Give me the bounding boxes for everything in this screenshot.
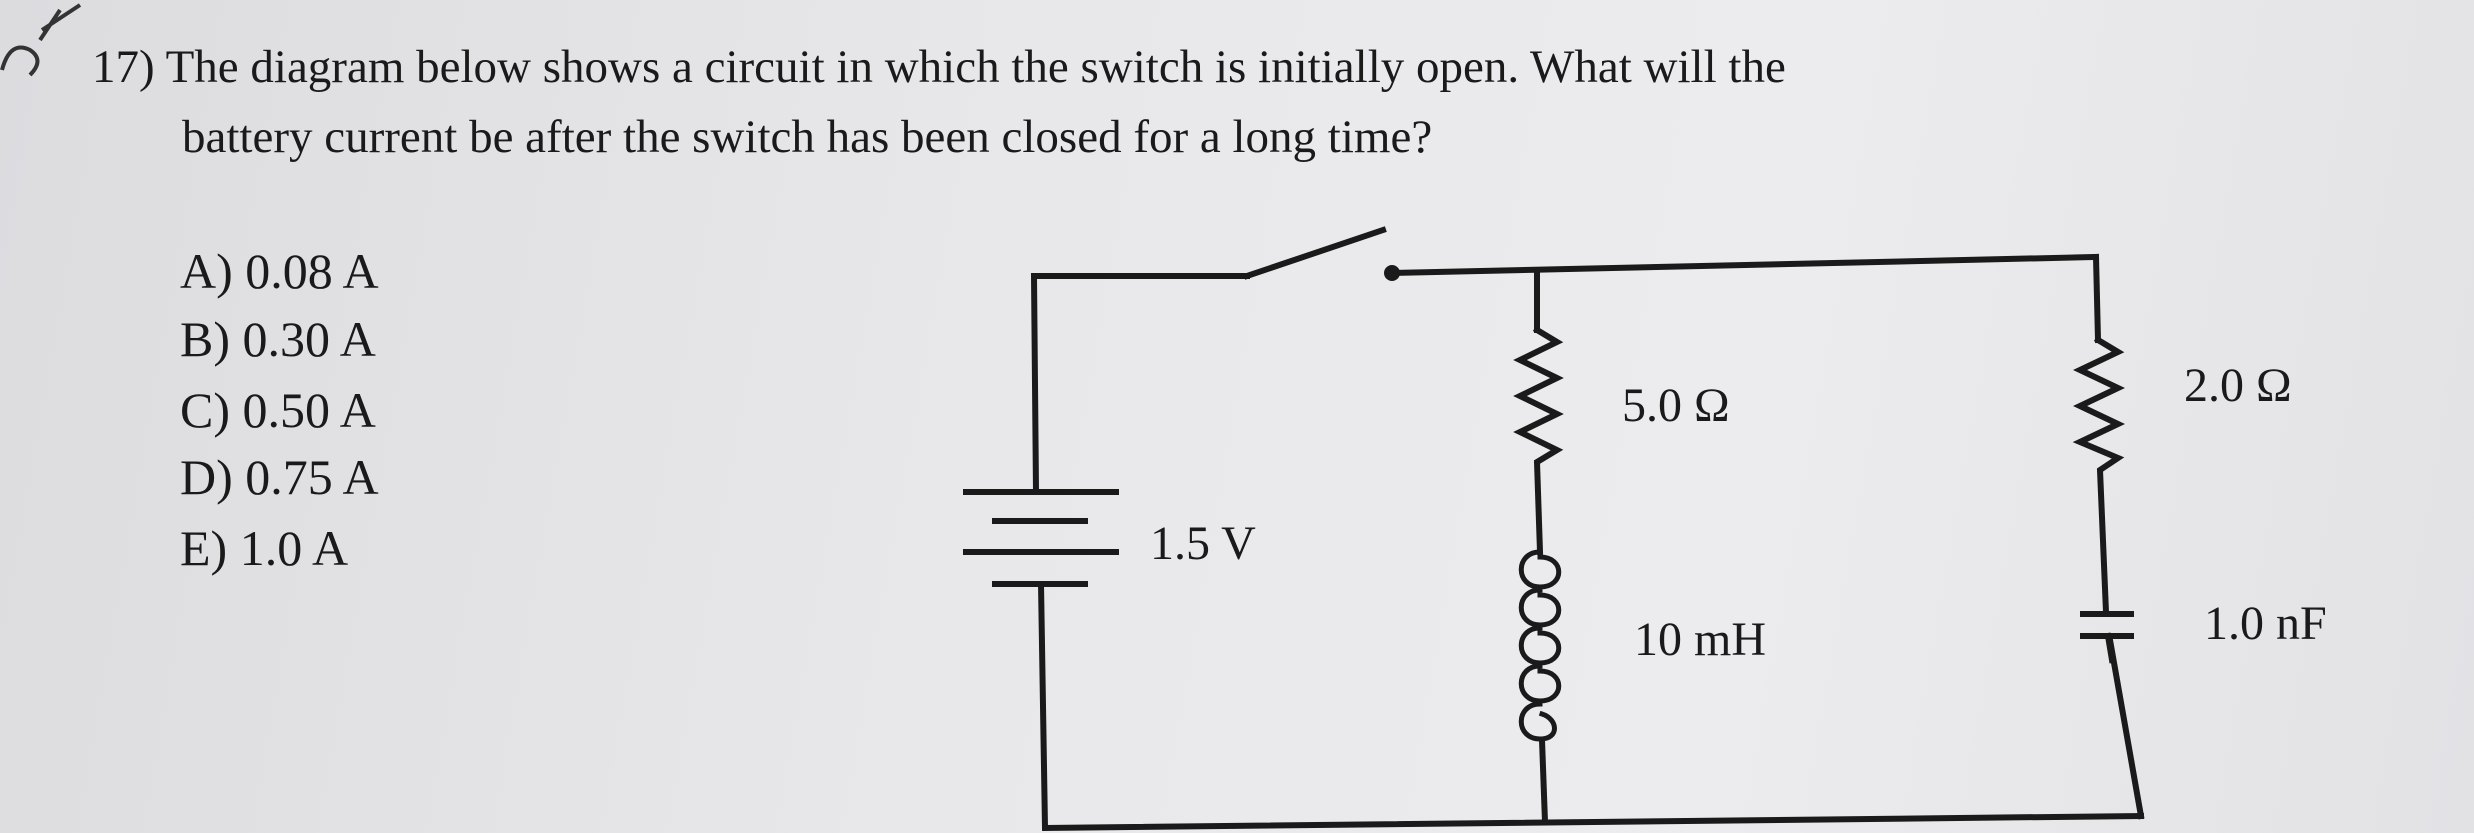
question-number: 17): [92, 41, 155, 93]
option-b[interactable]: B) 0.30 A: [180, 311, 376, 367]
option-c[interactable]: C) 0.50 A: [180, 382, 376, 438]
switch-lever: [1243, 226, 1387, 280]
question-text-1: The diagram below shows a circuit in whi…: [165, 41, 1786, 93]
wire-top: [1388, 253, 2100, 277]
wire-right-top: [2092, 253, 2102, 344]
question-line-2: battery current be after the switch has …: [182, 111, 1433, 163]
handwritten-mark: [0, 3, 82, 77]
option-d[interactable]: D) 0.75 A: [180, 449, 379, 505]
question-line-1: 17) The diagram below shows a circuit in…: [92, 44, 1786, 91]
inductor-label: 10 mH: [1634, 613, 1766, 666]
option-e[interactable]: E) 1.0 A: [180, 520, 349, 576]
resistor-2-label: 2.0 Ω: [2184, 359, 2292, 412]
wire-right-bottom: [2104, 632, 2145, 820]
resistor-1-icon: [1513, 325, 1564, 556]
resistor-1-label: 5.0 Ω: [1622, 379, 1730, 432]
resistor-2-icon: [2072, 335, 2126, 616]
option-a[interactable]: A) 0.08 A: [180, 243, 379, 299]
wire-battery-top: [1030, 273, 1250, 496]
capacitor-icon: [2080, 611, 2134, 639]
battery-label: 1.5 V: [1150, 517, 1256, 570]
battery-icon: [963, 489, 1119, 587]
wire-middle-bottom: [1538, 736, 1549, 826]
inductor-icon: [1518, 549, 1562, 742]
capacitor-label: 1.0 nF: [2204, 597, 2327, 650]
wire-battery-bottom: [1037, 580, 2145, 832]
